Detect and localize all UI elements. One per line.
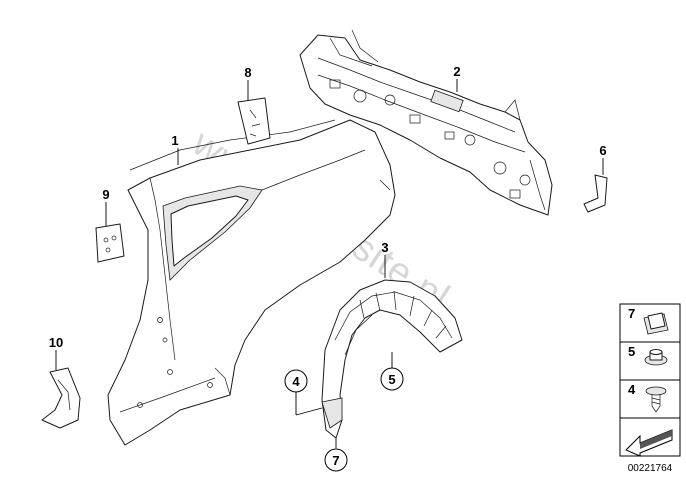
- legend-label-4: 4: [628, 382, 636, 397]
- callout-9: 9: [102, 187, 109, 202]
- legend-box-screw[interactable]: [619, 379, 681, 419]
- clip-nut-icon: [643, 312, 669, 335]
- part-bracket-6[interactable]: [583, 174, 608, 213]
- diagram-id: 00221764: [628, 463, 673, 474]
- part-bracket-10[interactable]: [41, 367, 81, 429]
- callout-6: 6: [599, 143, 606, 158]
- callout-8: 8: [244, 65, 251, 80]
- callout-7: 7: [332, 453, 339, 468]
- part-side-panel[interactable]: [107, 119, 396, 446]
- callout-1: 1: [171, 133, 178, 148]
- fastener-legend: 7 5 4: [619, 303, 681, 457]
- callout-5: 5: [388, 372, 395, 387]
- callout-5-circle: 5: [380, 367, 404, 391]
- callout-2: 2: [453, 64, 460, 79]
- callout-10: 10: [49, 335, 63, 350]
- direction-arrow-icon: [625, 429, 673, 457]
- callout-4: 4: [292, 374, 300, 389]
- part-plate-9[interactable]: [95, 223, 125, 263]
- screw-icon: [645, 386, 667, 413]
- callout-4-circle: 4: [284, 369, 308, 393]
- callout-3: 3: [381, 240, 388, 255]
- legend-label-5: 5: [628, 344, 635, 359]
- part-rear-panel[interactable]: [299, 29, 553, 216]
- legend-label-7: 7: [628, 306, 635, 321]
- callout-7-circle: 7: [324, 448, 348, 472]
- part-bracket-8[interactable]: [237, 97, 271, 145]
- part-wheel-arch-liner[interactable]: [321, 279, 463, 439]
- expanding-nut-icon: [644, 349, 668, 366]
- leader-lines: [55, 79, 604, 448]
